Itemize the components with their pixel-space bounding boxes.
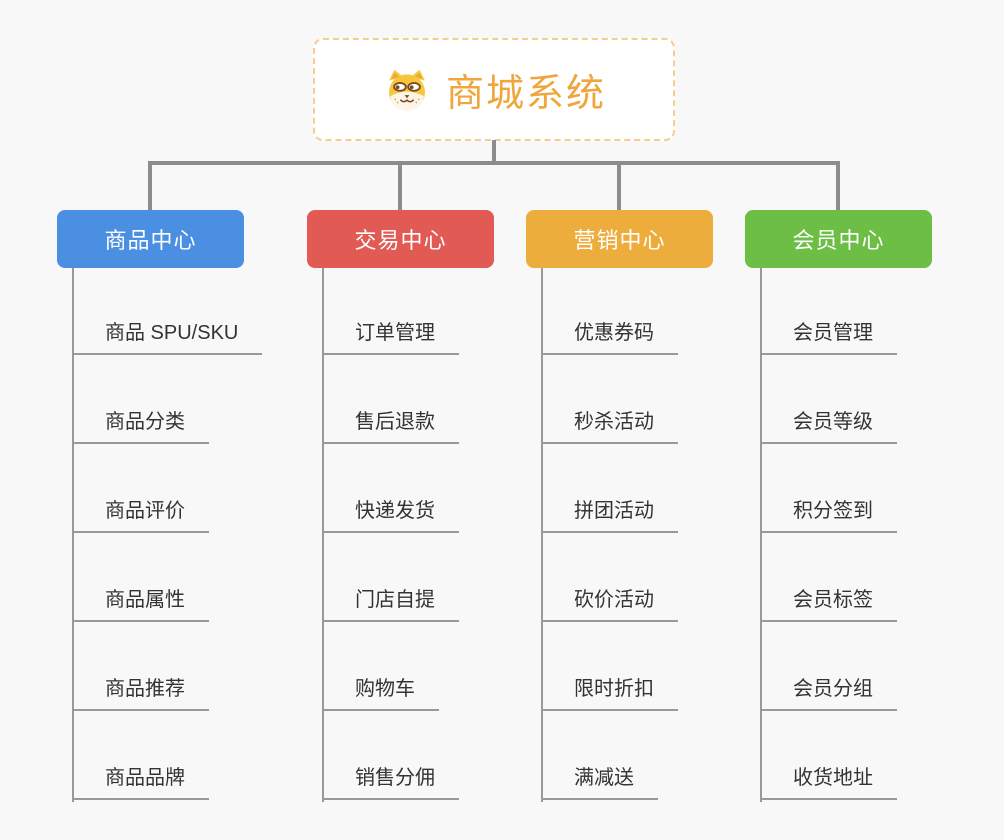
leaf-item[interactable]: 收货地址: [760, 754, 897, 800]
branch-drop-connector: [617, 163, 621, 210]
branch-connector-line: [541, 268, 543, 802]
leaf-item[interactable]: 拼团活动: [541, 487, 678, 533]
branch-column-3: 营销中心 优惠券码秒杀活动拼团活动砍价活动限时折扣满减送: [526, 210, 713, 810]
leaf-item[interactable]: 积分签到: [760, 487, 897, 533]
branch-node-label: 营销中心: [573, 228, 666, 253]
branch-column-2: 交易中心 订单管理售后退款快递发货门店自提购物车销售分佣: [307, 210, 494, 810]
leaf-item[interactable]: 会员等级: [760, 398, 897, 444]
leaf-item[interactable]: 满减送: [541, 754, 658, 800]
leaf-item[interactable]: 商品品牌: [72, 754, 209, 800]
leaf-item[interactable]: 会员标签: [760, 576, 897, 622]
leaf-item[interactable]: 商品推荐: [72, 665, 209, 711]
leaf-item[interactable]: 购物车: [322, 665, 439, 711]
leaf-item[interactable]: 快递发货: [322, 487, 459, 533]
leaf-item[interactable]: 门店自提: [322, 576, 459, 622]
branch-node[interactable]: 交易中心: [307, 210, 494, 268]
branch-connector-line: [322, 268, 324, 802]
branch-node[interactable]: 会员中心: [745, 210, 932, 268]
horizontal-rail-connector: [148, 161, 840, 165]
branch-drop-connector: [148, 163, 152, 210]
leaf-item[interactable]: 会员管理: [760, 309, 897, 355]
leaf-item[interactable]: 商品属性: [72, 576, 209, 622]
branch-drop-connector: [398, 163, 402, 210]
root-stem-connector: [492, 140, 496, 163]
branch-column-4: 会员中心 会员管理会员等级积分签到会员标签会员分组收货地址: [745, 210, 932, 810]
branch-node[interactable]: 商品中心: [57, 210, 244, 268]
root-node[interactable]: 商城系统: [313, 38, 675, 141]
leaf-item[interactable]: 订单管理: [322, 309, 459, 355]
leaf-item[interactable]: 商品 SPU/SKU: [72, 309, 263, 355]
leaf-item[interactable]: 商品评价: [72, 487, 209, 533]
leaf-item[interactable]: 砍价活动: [541, 576, 678, 622]
branch-drop-connector: [836, 163, 840, 210]
branch-node-label: 商品中心: [104, 228, 197, 253]
leaf-item[interactable]: 售后退款: [322, 398, 459, 444]
branch-column-1: 商品中心 商品 SPU/SKU 商品分类商品评价商品属性商品推荐商品品牌: [57, 210, 263, 810]
leaf-item[interactable]: 秒杀活动: [541, 398, 678, 444]
leaf-item[interactable]: 商品分类: [72, 398, 209, 444]
branch-connector-line: [760, 268, 762, 802]
root-node-label: 商城系统: [445, 73, 606, 115]
leaf-item[interactable]: 会员分组: [760, 665, 897, 711]
branch-node-label: 会员中心: [792, 228, 885, 253]
branch-node[interactable]: 营销中心: [526, 210, 713, 268]
branch-connector-line: [72, 268, 74, 802]
leaf-item[interactable]: 限时折扣: [541, 665, 678, 711]
leaf-item[interactable]: 优惠券码: [541, 309, 678, 355]
leaf-item[interactable]: 销售分佣: [322, 754, 459, 800]
branch-node-label: 交易中心: [354, 228, 447, 253]
dog-face-icon: [389, 69, 425, 110]
